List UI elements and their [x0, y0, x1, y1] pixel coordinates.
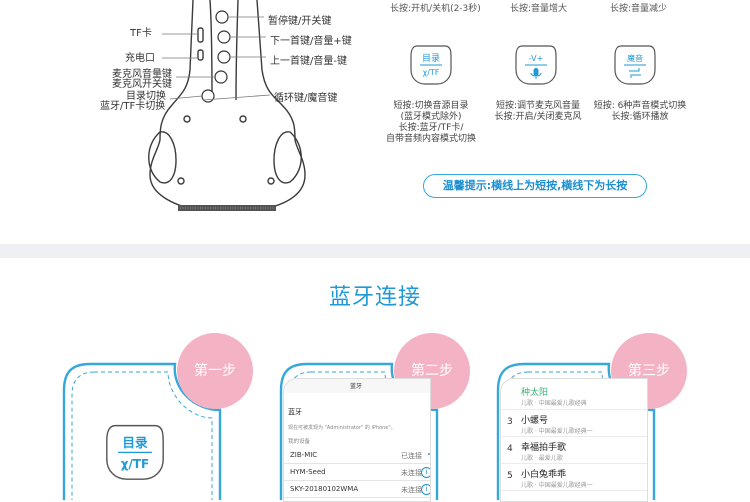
- label-bt-tf-switch: 蓝牙/TF卡切换: [100, 101, 166, 112]
- phone-bluetooth-screen: 蓝牙 蓝牙 现在可被发现为 "Administrator" 的 iPhone"。…: [283, 378, 431, 502]
- step-cards-frames: [62, 362, 656, 500]
- magic-description: 短按: 6种声音模式切换 长按:循环播放: [593, 101, 687, 122]
- label-charging-port: 充电口: [125, 53, 155, 64]
- note-volume-down: 长按:音量减少: [610, 4, 668, 14]
- label-prev-key: 上一首键/音量-键: [270, 56, 347, 67]
- label-mic-switch-key: 麦克风开关键: [112, 79, 172, 90]
- checkmark-icon: ✓: [426, 449, 430, 459]
- warm-tip-banner: 温馨提示:横线上为短按,横线下为长按: [423, 174, 647, 198]
- mic-description: 短按:调节麦克风音量 长按:开启/关闭麦克风: [494, 101, 582, 122]
- song-row-4[interactable]: 4 幸福拍手歌 儿歌 · 最爱儿歌: [501, 437, 647, 464]
- loop-icon: [629, 68, 641, 78]
- device-row-sky[interactable]: SKY-20180102WMA 未连接 i: [284, 481, 430, 498]
- my-devices-label: 我的设备: [288, 439, 311, 445]
- microphone-icon: [530, 68, 542, 79]
- step-1-badge: 第一步: [177, 333, 253, 409]
- phone-song-list: 种太阳 儿歌 · 中国最爱儿歌经典 3 小螺号 儿歌 · 中国最爱儿歌经典一 4…: [500, 378, 648, 502]
- song-row-3[interactable]: 3 小螺号 儿歌 · 中国最爱儿歌经典一: [501, 410, 647, 437]
- note-power: 长按:开机/关机(2-3秒): [390, 4, 481, 14]
- song-row-1[interactable]: 种太阳 儿歌 · 中国最爱儿歌经典: [501, 383, 647, 410]
- mic-volume-button-icon: -V+: [515, 45, 557, 85]
- section-title: 蓝牙连接: [328, 285, 421, 310]
- label-catalog-switch: 目录切换: [126, 91, 166, 102]
- device-row-zib-mic[interactable]: ZIB-MIC 已连接 ✓: [284, 447, 430, 464]
- section-divider: [0, 244, 750, 258]
- bluetooth-header: 蓝牙: [288, 408, 302, 416]
- mic-button-top-text: -V+: [529, 54, 544, 63]
- discoverable-text: 现在可被发现为 "Administrator" 的 iPhone"。: [288, 425, 396, 431]
- label-loop-key: 循环键/魔音键: [274, 93, 338, 104]
- label-mic-volume-key: 麦克风音量键: [112, 69, 172, 80]
- info-icon[interactable]: i: [421, 467, 430, 478]
- step1-catalog-button-icon: 目录 χ/TF: [106, 424, 164, 480]
- catalog-button-icon: 目录 χ/TF: [410, 45, 452, 85]
- catalog-description: 短按:切换音源目录 (蓝牙模式除外) 长按:蓝牙/TF卡/ 自带音频内容模式切换: [385, 101, 476, 144]
- label-pause-key: 暂停键/开关键: [268, 16, 332, 27]
- device-row-hym-seed[interactable]: HYM-Seed 未连接 i: [284, 464, 430, 481]
- catalog-button-top-text: 目录: [422, 53, 440, 64]
- controls-section: TF卡 充电口 麦克风音量键 麦克风开关键 目录切换 蓝牙/TF卡切换 暂停键/…: [0, 0, 750, 244]
- magic-sound-button-icon: 魔音: [614, 45, 656, 85]
- label-next-key: 下一首键/音量+键: [270, 36, 352, 47]
- note-volume-up: 长按:音量增大: [510, 4, 568, 14]
- step1-button-top-text: 目录: [122, 435, 148, 450]
- song-row-5[interactable]: 5 小白兔乖乖 儿歌 · 中国最爱儿歌经典一: [501, 464, 647, 491]
- info-icon[interactable]: i: [421, 484, 430, 495]
- phone-status-bar: 蓝牙: [284, 379, 430, 393]
- catalog-button-bottom-text: χ/TF: [423, 68, 440, 77]
- step1-button-bottom-text: χ/TF: [121, 457, 149, 471]
- magic-button-top-text: 魔音: [627, 53, 643, 63]
- microphone-diagram: [148, 0, 306, 211]
- label-tf-card: TF卡: [130, 28, 152, 39]
